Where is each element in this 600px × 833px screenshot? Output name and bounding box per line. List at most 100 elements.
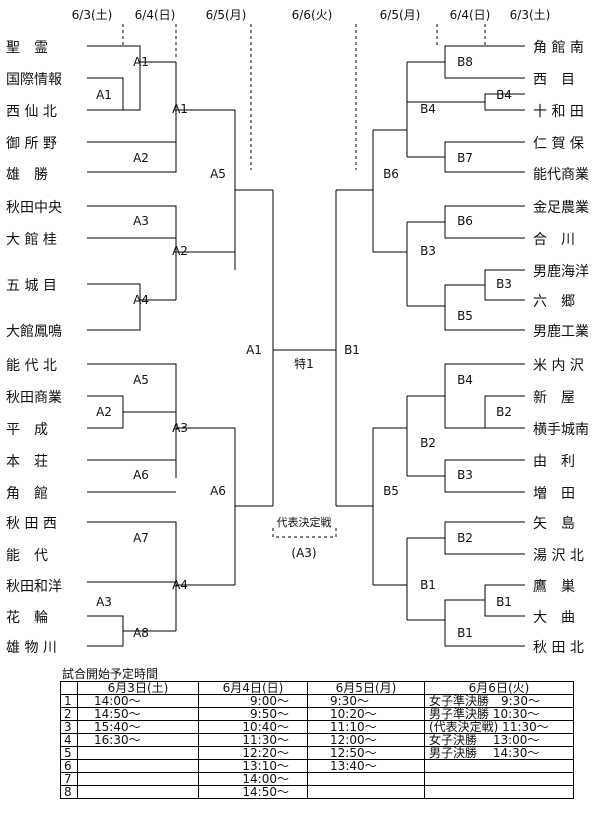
team-name: 大館鳳鳴 bbox=[6, 324, 62, 340]
match-label: B4 bbox=[420, 102, 436, 116]
row-number: 4 bbox=[60, 733, 78, 747]
match-label: A1 bbox=[133, 55, 149, 69]
date-label: 6/3(土) bbox=[509, 8, 551, 22]
team-name: 角 館 bbox=[6, 486, 48, 502]
match-a1-r3 bbox=[175, 62, 235, 158]
match-a6-r4 bbox=[234, 428, 273, 585]
time-cell: 16:30〜 bbox=[77, 733, 199, 747]
match-label: A1 bbox=[246, 343, 262, 357]
date-label: 6/4(日) bbox=[449, 8, 491, 22]
match-label: B1 bbox=[496, 595, 512, 609]
time-cell: 14:50〜 bbox=[77, 707, 199, 721]
match-a1-r2 bbox=[87, 45, 141, 111]
time-cell: 14:50〜 bbox=[198, 785, 308, 799]
match-b1-r3 bbox=[373, 537, 525, 647]
row-number: 1 bbox=[60, 694, 78, 708]
final-label: 特1 bbox=[294, 357, 314, 371]
match-label: A2 bbox=[133, 151, 149, 165]
time-cell: 10:40〜 bbox=[198, 720, 308, 734]
time-cell: 14:00〜 bbox=[198, 772, 308, 786]
date-label: 6/6(火) bbox=[291, 8, 333, 22]
match-b3-r3 bbox=[373, 221, 525, 331]
schedule-header: 6月3日(土) bbox=[77, 681, 199, 695]
schedule-row: 7 14:00〜 bbox=[60, 772, 574, 786]
team-name: 西 目 bbox=[533, 72, 575, 88]
schedule-header: 6月4日(日) bbox=[198, 681, 308, 695]
match-label: A2 bbox=[172, 244, 188, 258]
match-a1-semi bbox=[272, 190, 336, 506]
team-name: 花 輪 bbox=[6, 610, 48, 626]
match-a1-r1 bbox=[87, 77, 124, 110]
time-cell: 10:20〜 bbox=[307, 707, 425, 721]
time-cell: 13:40〜 bbox=[307, 759, 425, 773]
time-cell: 9:30〜 bbox=[307, 694, 425, 708]
team-name: 五 城 目 bbox=[6, 278, 57, 294]
time-cell bbox=[424, 759, 574, 773]
schedule-row: 4 16:30〜 11:30〜 12:00〜 女子決勝 13:00〜 bbox=[60, 733, 574, 747]
team-name: 西 仙 北 bbox=[6, 104, 57, 120]
row-number: 5 bbox=[60, 746, 78, 760]
match-label: A8 bbox=[133, 626, 149, 640]
match-a4-r3 bbox=[175, 538, 235, 631]
team-name: 由 利 bbox=[533, 454, 575, 470]
time-cell bbox=[424, 772, 574, 786]
match-label: A1 bbox=[96, 88, 112, 102]
time-cell: 12:50〜 bbox=[307, 746, 425, 760]
match-a7-r2 bbox=[87, 521, 177, 583]
team-name: 男鹿工業 bbox=[533, 324, 589, 340]
match-label: A5 bbox=[210, 167, 226, 181]
row-number: 2 bbox=[60, 707, 78, 721]
team-name: 秋田商業 bbox=[6, 390, 62, 406]
match-label: A6 bbox=[210, 484, 226, 498]
match-b6-r4 bbox=[373, 110, 445, 158]
match-a2-r2 bbox=[87, 141, 177, 173]
time-cell bbox=[307, 772, 425, 786]
time-cell: 11:10〜 bbox=[307, 720, 425, 734]
team-name: 増 田 bbox=[533, 486, 575, 502]
row-number: 7 bbox=[60, 772, 78, 786]
match-label: A6 bbox=[133, 468, 149, 482]
time-cell bbox=[77, 785, 199, 799]
team-name: 平 成 bbox=[6, 422, 48, 438]
row-number: 6 bbox=[60, 759, 78, 773]
match-label: B4 bbox=[457, 373, 473, 387]
row-number: 3 bbox=[60, 720, 78, 734]
match-a3-r1 bbox=[87, 615, 124, 647]
match-label: B6 bbox=[457, 214, 473, 228]
time-cell: 9:00〜 bbox=[198, 694, 308, 708]
match-b6-conn bbox=[336, 130, 374, 252]
match-label: A3 bbox=[172, 421, 188, 435]
match-label: B1 bbox=[457, 626, 473, 640]
date-label: 6/5(月) bbox=[379, 8, 421, 22]
team-name: 鷹 巣 bbox=[533, 579, 575, 595]
match-b2-r3 bbox=[373, 395, 445, 477]
time-cell: 9:50〜 bbox=[198, 707, 308, 721]
time-cell: 11:30〜 bbox=[198, 733, 308, 747]
team-name: 秋田和洋 bbox=[6, 579, 62, 595]
team-name: 聖 霊 bbox=[6, 40, 48, 56]
match-a4-r2 bbox=[87, 283, 141, 331]
schedule-row: 2 14:50〜 9:50〜 10:20〜 男子準決勝 10:30〜 bbox=[60, 707, 574, 721]
schedule-header: 6月5日(月) bbox=[307, 681, 425, 695]
match-label: B2 bbox=[457, 531, 473, 545]
date-label: 6/3(土) bbox=[71, 8, 113, 22]
team-name: 能代商業 bbox=[533, 167, 589, 183]
time-cell: 12:00〜 bbox=[307, 733, 425, 747]
schedule-row: 1 14:00〜 9:00〜 9:30〜 女子準決勝 9:30〜 bbox=[60, 694, 574, 708]
team-name: 大 館 桂 bbox=[6, 232, 57, 248]
team-name: 秋田中央 bbox=[6, 200, 62, 216]
team-name: 秋 田 北 bbox=[533, 640, 584, 656]
time-cell: 女子準決勝 9:30〜 bbox=[424, 694, 574, 708]
match-label: A4 bbox=[172, 578, 188, 592]
team-name: 能 代 bbox=[6, 548, 48, 564]
time-cell: (代表決定戦) 11:30〜 bbox=[424, 720, 574, 734]
match-label: A3 bbox=[133, 214, 149, 228]
team-name: 横手城南 bbox=[533, 422, 589, 438]
schedule-row: 6 13:10〜 13:40〜 bbox=[60, 759, 574, 773]
match-a3-r3 bbox=[175, 380, 235, 478]
match-label: B3 bbox=[496, 277, 512, 291]
match-label: B2 bbox=[420, 436, 436, 450]
time-cell: 男子準決勝 10:30〜 bbox=[424, 707, 574, 721]
match-label: A2 bbox=[96, 405, 112, 419]
